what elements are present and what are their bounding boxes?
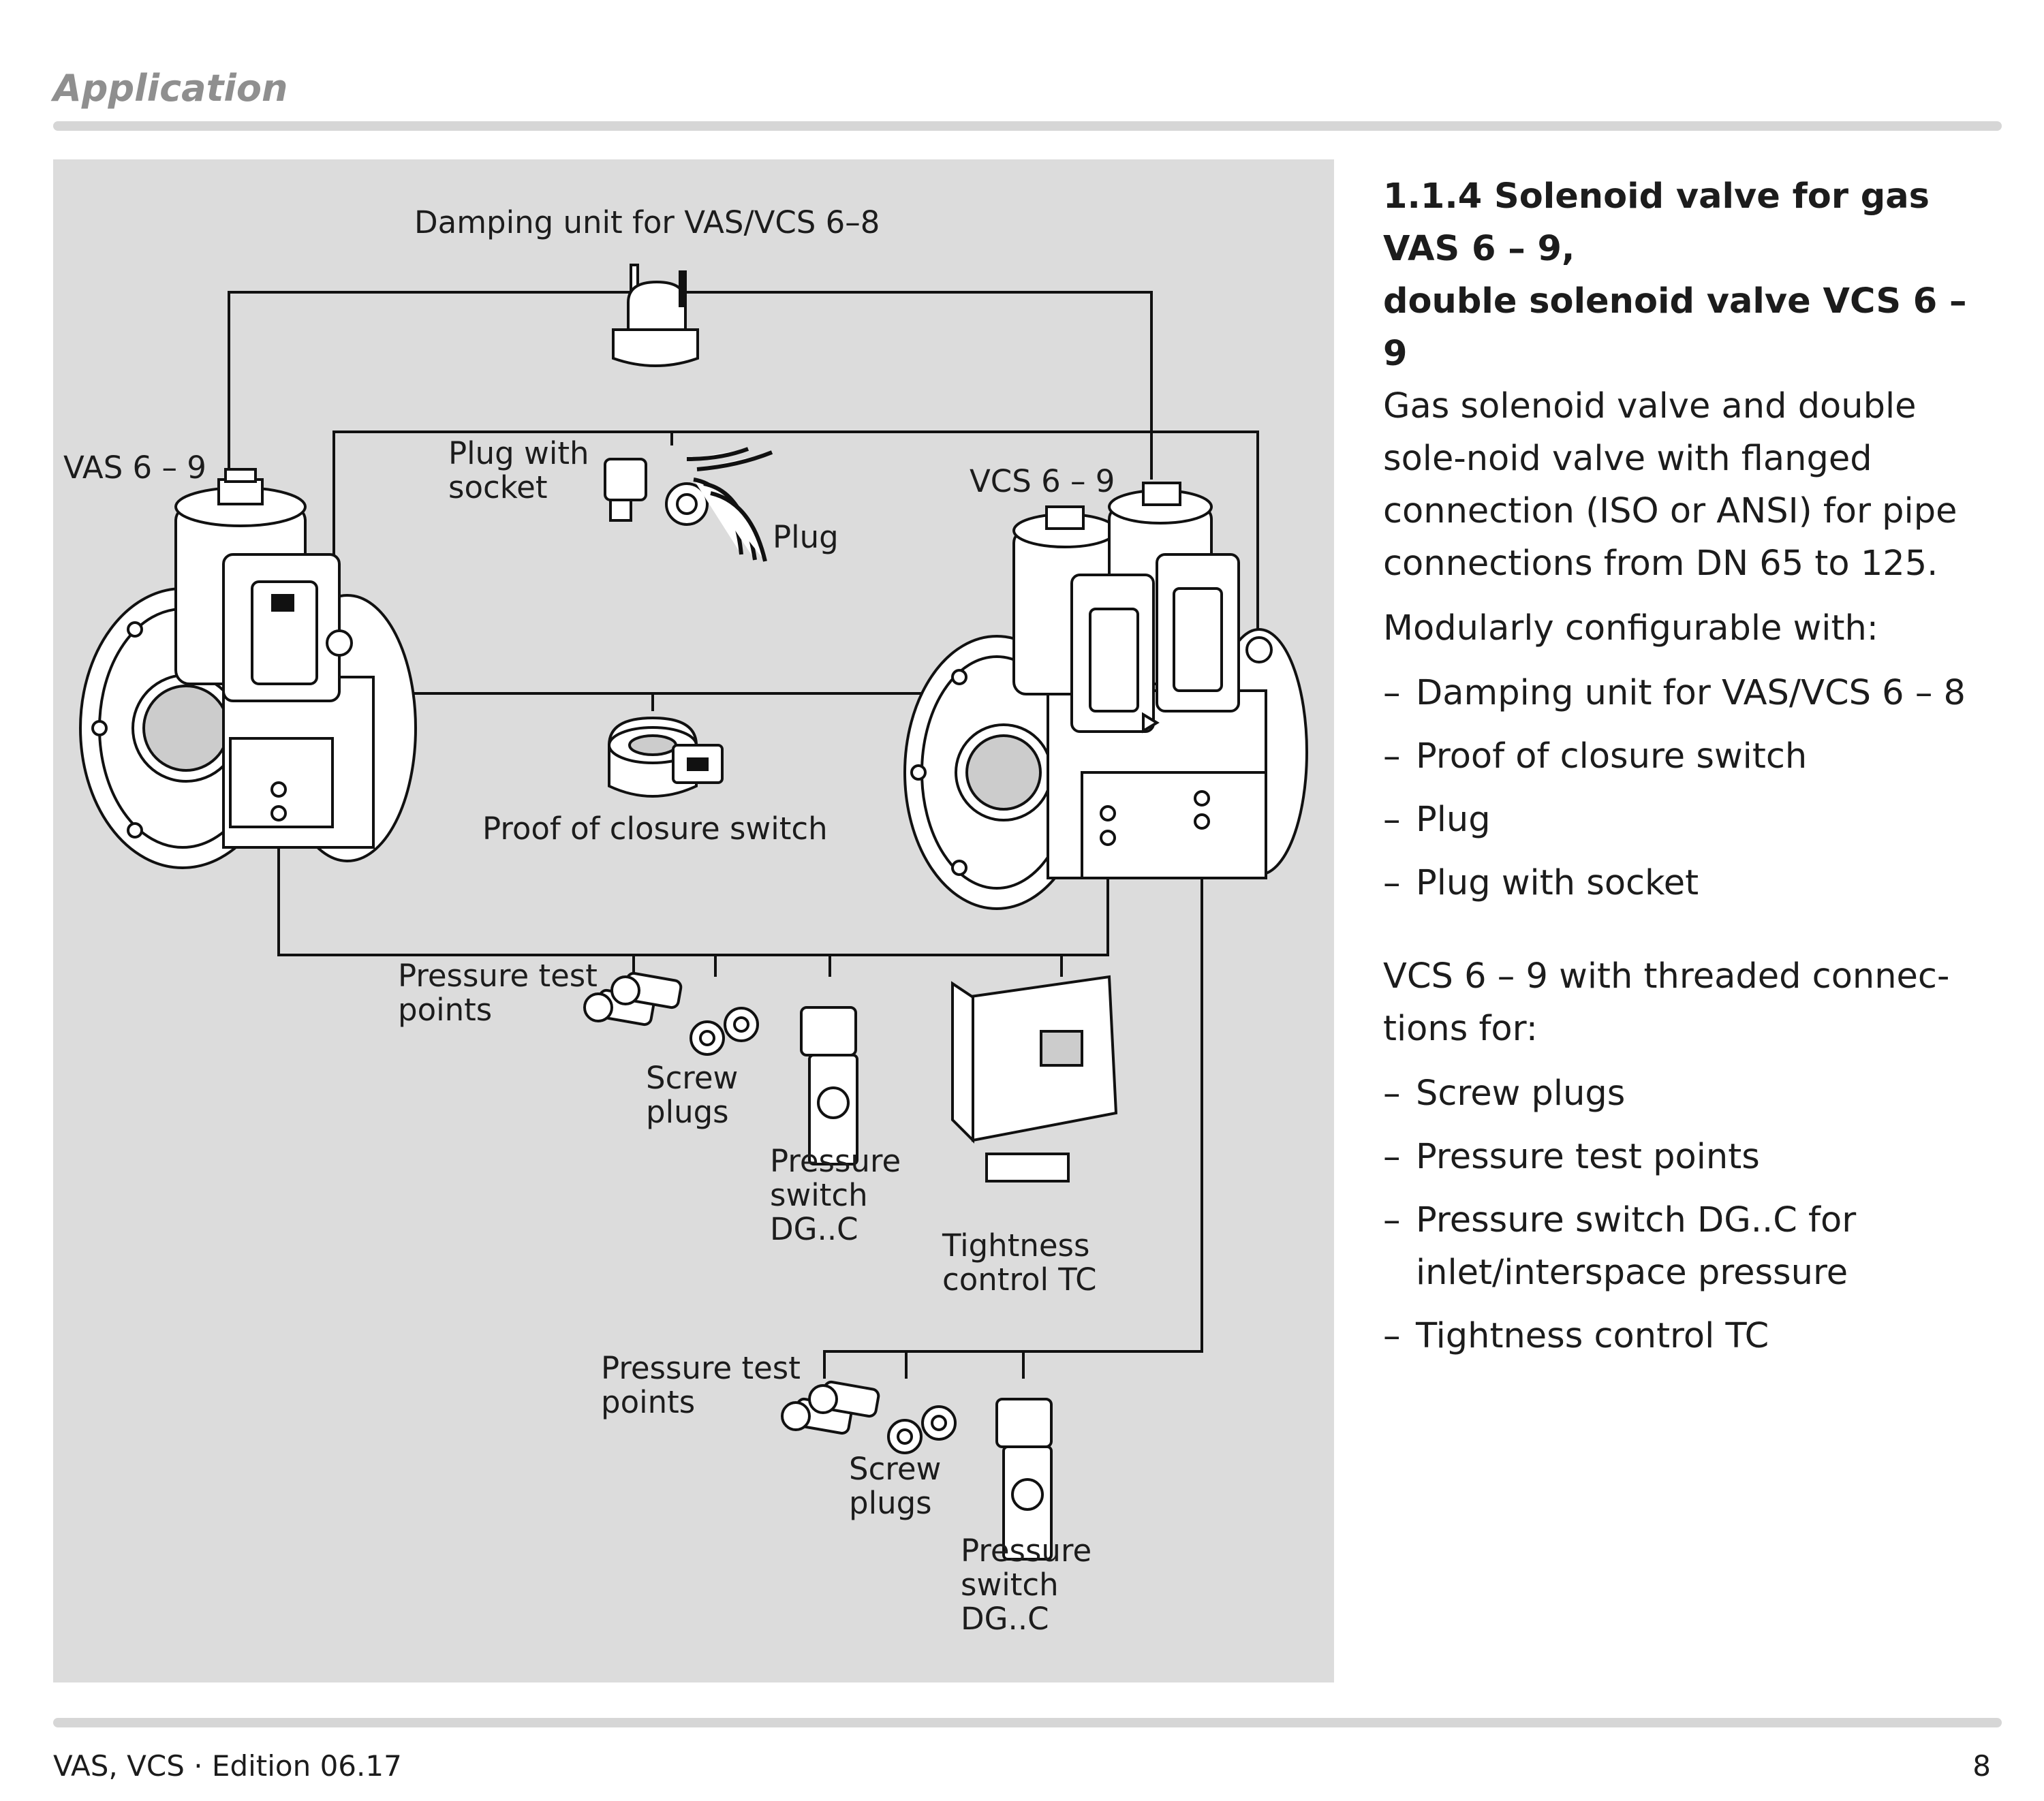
list-item: Damping unit for VAS/VCS 6 – 8 — [1383, 667, 1996, 719]
vcs-valve-drawing — [903, 482, 1308, 910]
label-pressure-test-points-1: Pressure test points — [398, 958, 598, 1028]
label-vcs: VCS 6 – 9 — [970, 463, 1115, 499]
pressure-test-points-2-drawing — [781, 1380, 880, 1435]
label-pressure-switch-2: Pressure switch DG..C — [961, 1533, 1092, 1637]
modular-intro: Modularly configurable with: — [1383, 608, 1878, 648]
intro-paragraph: Gas solenoid valve and double sole-noid … — [1383, 386, 1957, 584]
list-item: Pressure switch DG..C for inlet/interspa… — [1383, 1194, 1996, 1299]
label-plug-with-socket: Plug with socket — [448, 435, 589, 505]
pressure-test-points-drawing — [583, 971, 683, 1027]
screw-plugs-2-drawing — [887, 1405, 957, 1454]
proof-of-closure-drawing — [608, 716, 724, 798]
footer-rule — [53, 1718, 2002, 1727]
section-title: Application — [53, 67, 288, 110]
footer-edition: VAS, VCS · Edition 06.17 — [53, 1749, 402, 1783]
list-item: Screw plugs — [1383, 1067, 1996, 1120]
damping-unit-drawing — [612, 264, 699, 367]
label-screw-plugs-2: Screw plugs — [849, 1451, 942, 1521]
vas-valve-drawing — [79, 468, 417, 869]
pressure-switch-drawing — [800, 1006, 858, 1165]
section-heading-line-3: double solenoid valve VCS 6 – 9 — [1383, 281, 1967, 374]
list-item: Plug — [1383, 794, 1996, 846]
label-proof-of-closure: Proof of closure switch — [482, 811, 828, 847]
description-column: 1.1.4 Solenoid valve for gas VAS 6 – 9, … — [1383, 170, 1996, 1362]
list-item: Pressure test points — [1383, 1131, 1996, 1183]
pressure-switch-2-drawing — [995, 1398, 1053, 1561]
header-rule — [53, 121, 2002, 131]
valve-diagram — [79, 264, 1308, 1561]
list-item: Tightness control TC — [1383, 1310, 1996, 1362]
threaded-list: Screw plugs Pressure test points Pressur… — [1383, 1067, 1996, 1362]
section-heading-line-1: 1.1.4 Solenoid valve for gas — [1383, 176, 1930, 217]
label-screw-plugs-1: Screw plugs — [646, 1060, 739, 1130]
label-damping-unit: Damping unit for VAS/VCS 6–8 — [414, 204, 880, 240]
list-item: Proof of closure switch — [1383, 730, 1996, 783]
list-item: Plug with socket — [1383, 857, 1996, 909]
page-number: 8 — [1972, 1749, 1991, 1783]
threaded-intro: VCS 6 – 9 with threaded connec-tions for… — [1383, 956, 1950, 1049]
label-vas: VAS 6 – 9 — [63, 450, 206, 486]
connection-lines — [228, 291, 1259, 1379]
tightness-control-drawing — [951, 975, 1118, 1183]
plug-with-socket-drawing — [604, 447, 773, 562]
screw-plugs-drawing — [690, 1007, 759, 1056]
label-pressure-switch-1: Pressure switch DG..C — [770, 1143, 901, 1247]
label-plug: Plug — [773, 519, 839, 555]
section-heading-line-2: VAS 6 – 9, — [1383, 229, 1575, 269]
label-pressure-test-points-2: Pressure test points — [601, 1350, 801, 1420]
figure-panel: Damping unit for VAS/VCS 6–8 VAS 6 – 9 V… — [53, 159, 1334, 1682]
modular-list: Damping unit for VAS/VCS 6 – 8 Proof of … — [1383, 667, 1996, 909]
label-tightness-control: Tightness control TC — [942, 1227, 1097, 1298]
